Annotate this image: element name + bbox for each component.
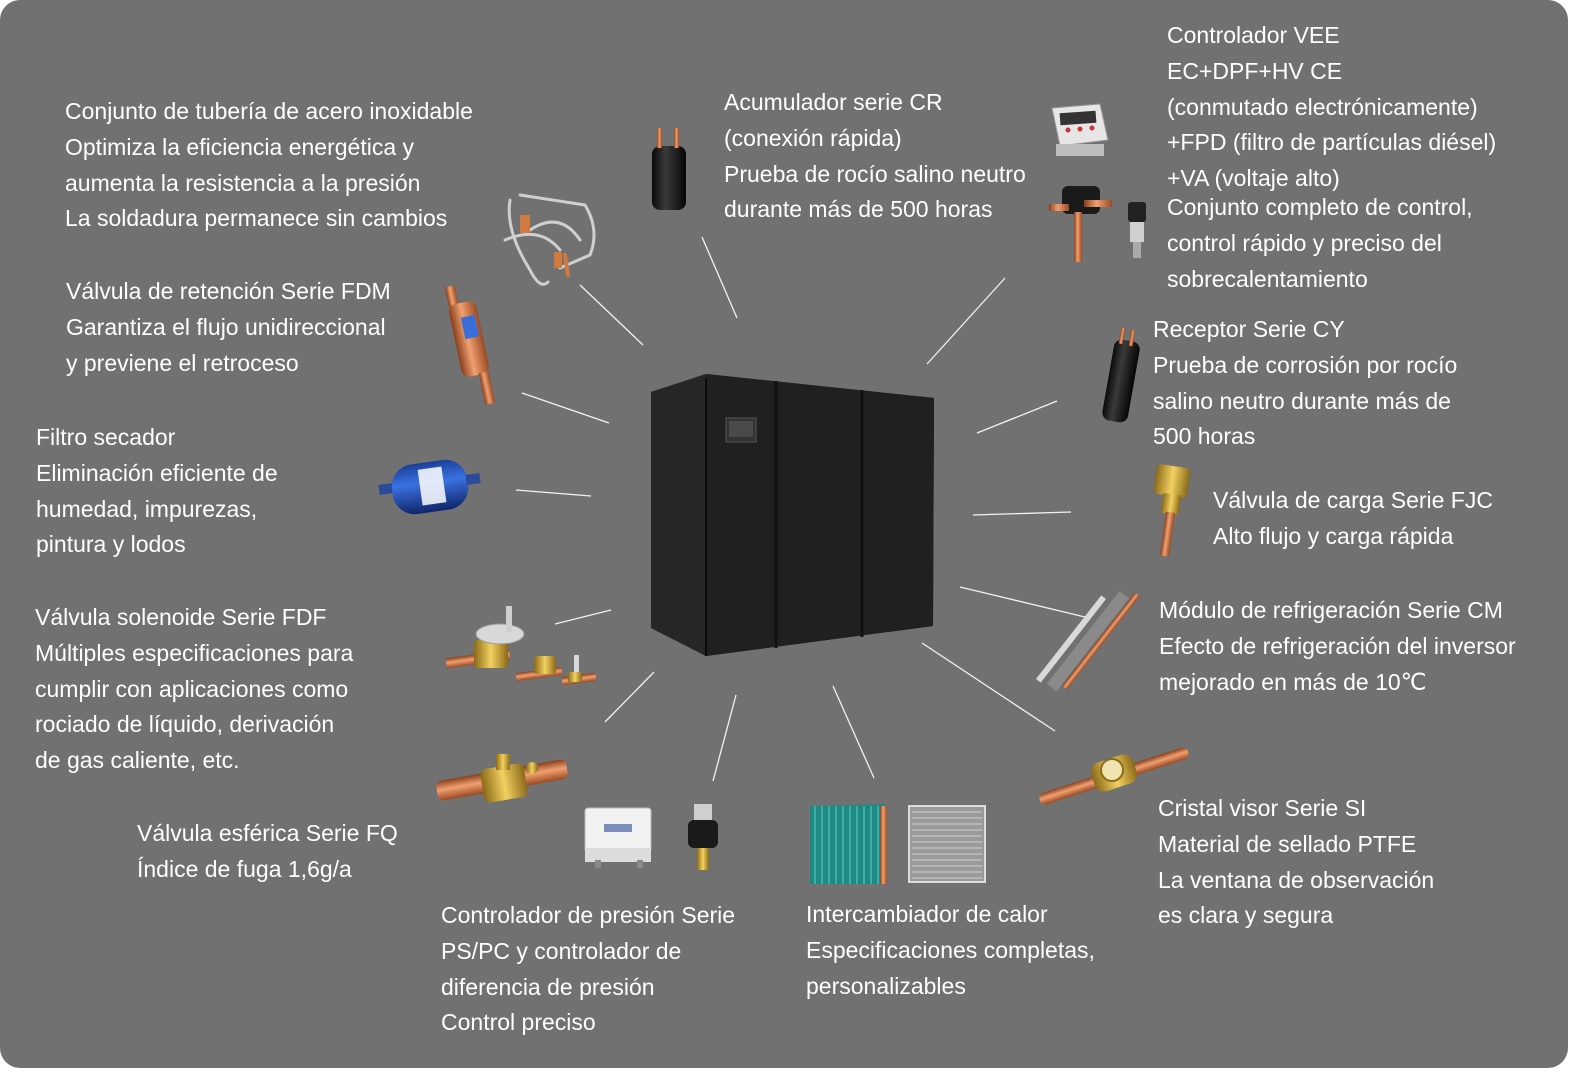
connector-retencion (521, 392, 610, 424)
solenoid-valve-icon (445, 606, 597, 686)
connector-visor (921, 642, 1056, 732)
callout-line: EC+DPF+HV CE (1167, 57, 1343, 84)
connector-tuberia (579, 284, 644, 346)
callout-tuberia: Conjunto de tubería de acero inoxidable … (65, 94, 473, 237)
callout-receptor: Receptor Serie CY Prueba de corrosión po… (1153, 312, 1457, 455)
callout-line: Prueba de corrosión por rocío (1153, 351, 1458, 378)
callout-line: La soldadura permanece sin cambios (65, 205, 448, 232)
callout-line: Módulo de refrigeración Serie CM (1159, 597, 1503, 623)
callout-line: Índice de fuga 1,6g/a (137, 855, 352, 882)
callout-line: Alto flujo y carga rápida (1213, 522, 1454, 549)
callout-visor: Cristal visor Serie SI Material de sella… (1158, 791, 1434, 934)
connector-intercambiador (832, 685, 875, 779)
callout-line: (conmutado electrónicamente) (1167, 93, 1478, 120)
receiver-icon (1102, 327, 1140, 423)
callout-line: Intercambiador de calor (806, 901, 1048, 927)
callout-line: durante más de 500 horas (724, 196, 993, 223)
callout-line: cumplir con aplicaciones como (35, 675, 349, 702)
callout-line: control rápido y preciso del (1167, 229, 1442, 256)
callout-line: Receptor Serie CY (1153, 316, 1345, 342)
callout-solenoide: Válvula solenoide Serie FDF Múltiples es… (35, 600, 353, 779)
connector-vee (926, 277, 1006, 365)
pressure-controller-icon (584, 804, 718, 870)
connector-receptor (976, 400, 1058, 434)
connector-presion (712, 694, 737, 782)
callout-line: es clara y segura (1158, 902, 1334, 929)
callout-line: aumenta la resistencia a la presión (65, 169, 421, 196)
pipe-assembly-icon (503, 193, 596, 286)
callout-line: Válvula solenoide Serie FDF (35, 604, 327, 630)
callout-line: La ventana de observación (1158, 866, 1435, 893)
connector-acumulador (701, 236, 738, 319)
callout-carga: Válvula de carga Serie FJC Alto flujo y … (1213, 483, 1493, 555)
callout-line: +VA (voltaje alto) (1167, 165, 1340, 192)
callout-refrigeracion: Módulo de refrigeración Serie CM Efecto … (1159, 593, 1516, 700)
check-valve-icon (444, 285, 496, 405)
callout-line: diferencia de presión (441, 973, 655, 1000)
callout-line: PS/PC y controlador de (441, 937, 682, 964)
callout-line: salino neutro durante más de (1153, 387, 1451, 414)
callout-line: Eliminación eficiente de (36, 459, 278, 486)
callout-line: Controlador de presión Serie (441, 902, 736, 928)
callout-filtro: Filtro secador Eliminación eficiente de … (36, 420, 278, 563)
callout-line: Válvula de carga Serie FJC (1213, 487, 1493, 513)
callout-line: Efecto de refrigeración del inversor (1159, 632, 1516, 659)
filter-drier-icon (378, 459, 481, 515)
callout-intercambiador: Intercambiador de calor Especificaciones… (806, 897, 1095, 1004)
callout-line: mejorado en más de 10℃ (1159, 668, 1427, 695)
connector-esferica (604, 671, 655, 723)
callout-line: Control preciso (441, 1009, 596, 1036)
callout-line: Prueba de rocío salino neutro (724, 160, 1026, 187)
callout-presion: Controlador de presión Serie PS/PC y con… (441, 898, 735, 1041)
ball-valve-icon (436, 754, 568, 803)
callout-line: Múltiples especificaciones para (35, 639, 354, 666)
callout-retencion: Válvula de retención Serie FDM Garantiza… (66, 274, 391, 381)
callout-line: Conjunto completo de control, (1167, 193, 1473, 220)
callout-line: Controlador VEE (1167, 22, 1340, 48)
callout-line: Conjunto de tubería de acero inoxidable (65, 98, 473, 124)
callout-line: Garantiza el flujo unidireccional (66, 313, 386, 340)
callout-line: de gas caliente, etc. (35, 747, 240, 774)
callout-line: sobrecalentamiento (1167, 265, 1368, 292)
heat-exchanger-icon (810, 804, 986, 884)
callout-line: Filtro secador (36, 424, 176, 450)
connector-refrigeracion (959, 586, 1086, 618)
callout-line: rociado de líquido, derivación (35, 711, 335, 738)
callout-line: Válvula esférica Serie FQ (137, 820, 398, 846)
cabinet-unit-icon (651, 374, 934, 656)
callout-acumulador: Acumulador serie CR (conexión rápida) Pr… (724, 85, 1026, 228)
callout-line: y previene el retroceso (66, 349, 299, 376)
callout-line: Cristal visor Serie SI (1158, 795, 1367, 821)
callout-line: personalizables (806, 972, 966, 999)
callout-line: humedad, impurezas, (36, 495, 258, 522)
connector-filtro (515, 489, 592, 497)
connector-lines (515, 236, 1086, 782)
callout-line: Acumulador serie CR (724, 89, 943, 115)
callout-line: (conexión rápida) (724, 124, 902, 151)
connector-solenoide (554, 609, 612, 625)
charging-valve-icon (1153, 464, 1191, 557)
connector-carga (972, 511, 1072, 516)
callout-line: +FPD (filtro de partículas diésel) (1167, 129, 1497, 156)
callout-line: Especificaciones completas, (806, 936, 1095, 963)
callout-line: 500 horas (1153, 423, 1256, 450)
callout-controlador-vee: Controlador VEE EC+DPF+HV CE (conmutado … (1167, 18, 1496, 297)
accumulator-icon (652, 128, 686, 210)
callout-line: Válvula de retención Serie FDM (66, 278, 391, 304)
cooling-module-icon (1036, 590, 1140, 692)
callout-line: Material de sellado PTFE (1158, 830, 1417, 857)
vee-controller-icon (1049, 103, 1146, 262)
callout-line: pintura y lodos (36, 531, 186, 558)
callout-esferica: Válvula esférica Serie FQ Índice de fuga… (137, 816, 398, 888)
callout-line: Optimiza la eficiencia energética y (65, 133, 414, 160)
sight-glass-icon (1039, 747, 1189, 805)
